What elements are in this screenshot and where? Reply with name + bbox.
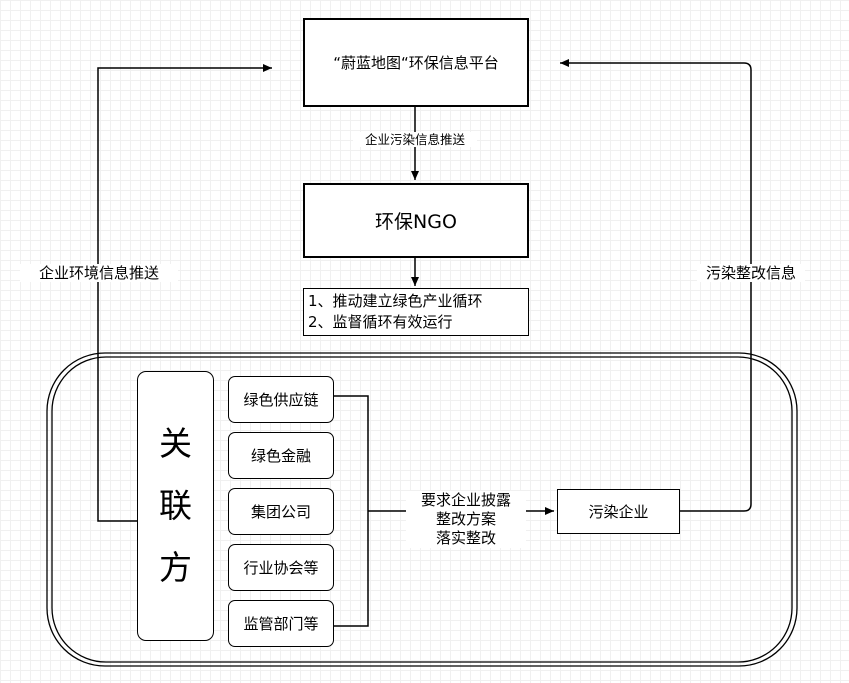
- stakeholder-title-char-3: 方: [159, 548, 192, 587]
- stakeholder-title-char-2: 联: [159, 486, 192, 525]
- stakeholder-bracket: [333, 395, 369, 627]
- polluter-box: 污染企业: [557, 489, 680, 534]
- stakeholder-item-green-supply-chain: 绿色供应链: [228, 376, 334, 423]
- ngo-box: 环保NGO: [303, 183, 529, 258]
- platform-title: “蔚蓝地图“环保信息平台: [333, 54, 499, 72]
- edge-label-pollution-push: 企业污染信息推送: [353, 132, 477, 147]
- ngo-task-2: 2、监督循环有效运行: [308, 313, 453, 331]
- arrow-polluter-to-platform: [560, 59, 752, 512]
- stakeholder-item-green-finance: 绿色金融: [228, 432, 334, 479]
- platform-box: “蔚蓝地图“环保信息平台: [303, 18, 529, 107]
- edge-label-rectification-info: 污染整改信息: [697, 264, 805, 282]
- stakeholder-title-box: 关 联 方: [137, 371, 214, 641]
- ngo-title: 环保NGO: [375, 211, 457, 233]
- ngo-task-1: 1、推动建立绿色产业循环: [308, 292, 483, 310]
- polluter-title: 污染企业: [588, 503, 649, 521]
- stakeholder-title-char-1: 关: [159, 424, 192, 463]
- stakeholder-container-inner: [51, 356, 793, 663]
- ngo-tasks-box: 1、推动建立绿色产业循环 2、监督循环有效运行: [303, 288, 529, 336]
- stakeholder-item-group-company: 集团公司: [228, 488, 334, 535]
- stakeholder-item-industry-association: 行业协会等: [228, 544, 334, 591]
- stakeholder-container-outer: [46, 352, 798, 667]
- arrow-stakeholders-to-platform: [97, 64, 272, 522]
- edge-label-requirements: 要求企业披露 整改方案 落实整改: [406, 491, 526, 548]
- edge-label-environment-push: 企业环境信息推送: [20, 264, 178, 282]
- stakeholder-item-regulators: 监管部门等: [228, 600, 334, 647]
